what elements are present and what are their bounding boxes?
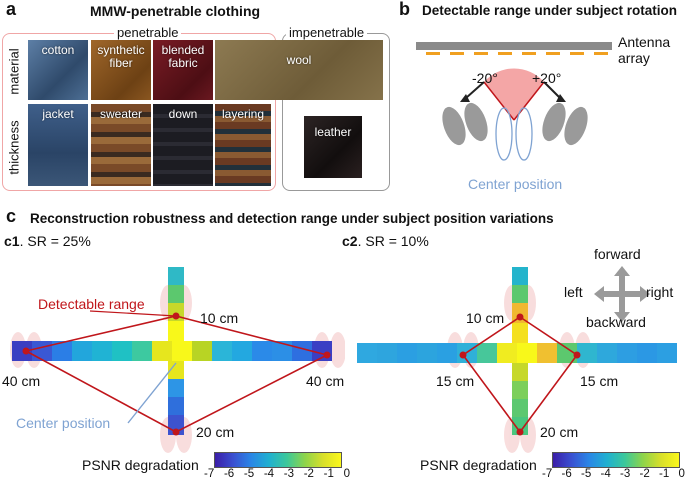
c1-tick: -6 [223,468,235,480]
label-jacket: jacket [42,107,74,121]
c2-tick: -6 [561,468,572,480]
panel-a-letter: a [6,0,17,19]
photo-wool: wool [215,40,383,100]
c1-tick: -5 [243,468,255,480]
row-label-thickness: thickness [6,120,22,175]
c2-title: . SR = 10% [357,233,429,249]
label-wool: wool [286,53,312,67]
rotated-footprints [442,102,588,146]
c1-forward-range: 10 cm [200,310,239,326]
photo-cotton: cotton [28,40,88,100]
row-label-material: material [6,48,22,95]
c2-heatmap [357,267,677,453]
c1-label: c1 [4,233,20,249]
label-sweater: sweater [99,107,143,121]
label-leather: leather [314,125,352,139]
c2-forward-range: 10 cm [466,310,505,326]
label-blended-fabric: blended fabric [161,43,205,70]
c2-tick: -4 [600,468,611,480]
photo-down: down [153,104,213,186]
panel-b-letter: b [399,0,410,19]
c2-left-range: 15 cm [436,373,475,389]
c1-tick: -4 [263,468,275,480]
c1-tick: 0 [343,468,350,480]
rotation-diagram [416,42,612,161]
photo-layering: layering [215,104,271,186]
angle-left-label: -20° [472,70,498,86]
direction-right: right [646,284,674,300]
label-synthetic-fiber: synthetic fiber [97,43,145,70]
c2-tick: -3 [620,468,631,480]
panel-c-letter: c [6,206,17,226]
antenna-bar [416,42,612,50]
c1-tick: -7 [204,468,215,480]
antenna-elements [426,52,608,55]
panel-b-title: Detectable range under subject rotation [422,3,678,18]
c1-title: . SR = 25% [19,233,91,249]
c1-left-range: 40 cm [2,373,41,389]
photo-jacket: jacket [28,104,88,186]
c2-tick: -2 [639,468,650,480]
c1-vertical-cells [168,267,184,435]
angle-right-label: +20° [532,70,562,86]
photo-leather: leather [304,116,362,178]
antenna-label: Antenna array [618,34,671,66]
impenetrable-label: impenetrable [286,25,368,40]
c1-colorbar [214,452,342,468]
photo-blended-fabric: blended fabric [153,40,213,100]
c2-horizontal-cells [357,343,677,363]
c2-colorbar-ticks: -7 -6 -5 -4 -3 -2 -1 0 [542,468,685,480]
c2-colorbar [552,452,680,468]
c2-backward-range: 20 cm [540,424,579,440]
direction-compass-icon [594,266,650,322]
c1-colorbar-label: PSNR degradation [82,457,199,473]
c1-tick: -3 [283,468,294,480]
c2-tick: -1 [659,468,670,480]
c2-right-range: 15 cm [580,373,619,389]
direction-left: left [564,284,583,300]
c2-colorbar-label: PSNR degradation [420,457,537,473]
penetrable-label: penetrable [114,25,182,40]
direction-forward: forward [594,246,641,262]
c2-tick: -5 [581,468,592,480]
c2-tick: -7 [542,468,553,480]
c1-right-range: 40 cm [306,373,345,389]
c2-heading: c2. SR = 10% [342,233,429,249]
photo-sweater: sweater [91,104,151,186]
center-position-label-c: Center position [16,415,111,431]
c1-tick: -2 [303,468,314,480]
c1-heading: c1. SR = 25% [4,233,91,249]
c2-vertical-cells [512,267,528,435]
panel-a-title: MMW-penetrable clothing [90,3,261,19]
c1-backward-range: 20 cm [196,424,235,440]
label-cotton: cotton [41,43,75,57]
c1-tick: -1 [323,468,334,480]
rotation-cone [484,68,544,120]
c1-heatmap [10,267,345,453]
c1-colorbar-ticks: -7 -6 -5 -4 -3 -2 -1 0 [204,468,350,480]
c2-range-points [459,313,581,436]
panel-c-title: Reconstruction robustness and detection … [30,211,554,226]
label-down: down [168,107,198,121]
photo-synthetic-fiber: synthetic fiber [91,40,151,100]
c2-tick: 0 [678,468,685,480]
center-position-label-b: Center position [468,176,563,192]
direction-backward: backward [586,314,646,330]
label-layering: layering [221,107,265,121]
center-footprints [495,107,533,161]
c2-label: c2 [342,233,358,249]
detectable-range-label: Detectable range [38,296,145,312]
c1-range-points [22,312,331,436]
